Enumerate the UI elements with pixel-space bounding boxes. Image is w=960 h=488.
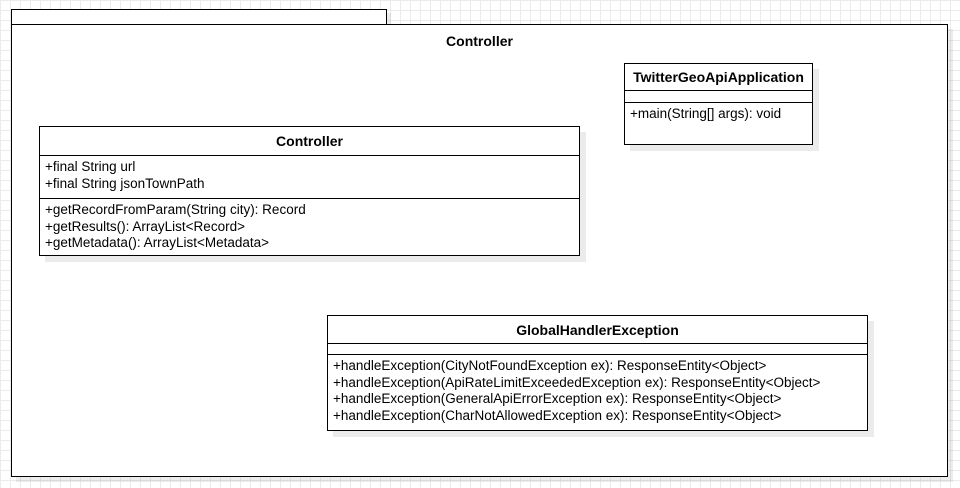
class-name: TwitterGeoApiApplication [625, 64, 812, 91]
class-name: GlobalHandlerException [328, 316, 867, 344]
method-row: +handleException(CharNotAllowedException… [333, 407, 782, 423]
method-row: +getMetadata(): ArrayList<Metadata> [45, 235, 270, 250]
class-twitter-geo-api-application[interactable]: TwitterGeoApiApplication +main(String[] … [624, 63, 813, 145]
class-attributes: +final String url +final String jsonTown… [40, 156, 579, 199]
class-methods: +getRecordFromParam(String city): Record… [40, 199, 579, 255]
attribute-row: +final String jsonTownPath [45, 175, 205, 191]
attribute-row: +final String url [45, 159, 136, 174]
class-attributes [625, 91, 812, 103]
method-row: +getResults(): ArrayList<Record> [45, 218, 245, 234]
class-controller[interactable]: Controller +final String url +final Stri… [39, 126, 580, 256]
package-title: Controller [446, 33, 513, 49]
method-row: +handleException(CityNotFoundException e… [333, 358, 767, 373]
class-methods: +main(String[] args): void [625, 103, 812, 126]
method-row: +handleException(GeneralApiErrorExceptio… [333, 391, 782, 406]
class-methods: +handleException(CityNotFoundException e… [328, 355, 867, 427]
class-global-handler-exception[interactable]: GlobalHandlerException +handleException(… [327, 315, 868, 431]
method-row: +main(String[] args): void [630, 106, 782, 121]
method-row: +getRecordFromParam(String city): Record [45, 202, 306, 217]
class-name: Controller [40, 127, 579, 156]
method-row: +handleException(ApiRateLimitExceededExc… [333, 374, 821, 390]
class-attributes [328, 344, 867, 355]
package-tab [11, 9, 387, 26]
